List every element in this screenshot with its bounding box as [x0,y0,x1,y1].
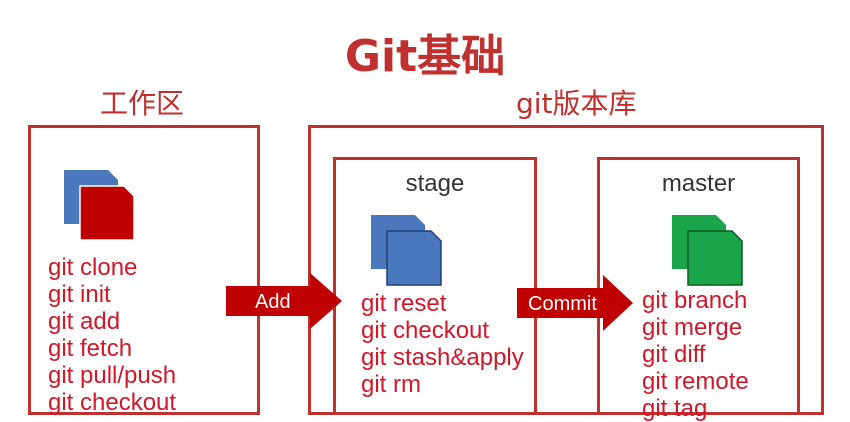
command-item: git tag [642,395,708,422]
working-area-commands: git clone git init git add git fetch git… [48,254,176,416]
command-item: git diff [642,341,706,368]
stacked-files-icon [64,170,135,241]
page-title: Git基础 [344,31,506,82]
working-area-label: 工作区 [100,87,185,120]
add-arrow [226,273,342,329]
command-item: git remote [642,368,749,395]
stage-label: stage [405,170,465,197]
working-area-box: git clone git init git add git fetch git… [28,125,260,416]
add-arrow-label: Add [255,291,291,313]
master-label: master [661,170,736,197]
command-item: git reset [361,290,447,317]
stacked-files-icon [672,215,743,286]
master-commands: git branch git merge git diff git remote… [642,287,749,422]
commit-arrow [517,275,633,331]
commit-arrow-label: Commit [528,293,597,315]
stacked-files-icon [371,215,442,286]
command-item: git pull/push [48,362,177,389]
command-item: git branch [642,287,748,314]
command-item: git checkout [48,389,177,416]
command-item: git fetch [48,335,133,362]
command-item: git init [48,281,111,308]
stage-commands: git reset git checkout git stash&apply g… [361,290,524,398]
command-item: git merge [642,314,743,341]
command-item: git checkout [361,317,490,344]
repository-label: git版本库 [516,87,637,120]
command-item: git clone [48,254,138,281]
command-item: git stash&apply [361,344,524,371]
stage-box: stage git reset git checkout git stash&a… [333,157,537,415]
command-item: git rm [361,371,421,398]
command-item: git add [48,308,121,335]
